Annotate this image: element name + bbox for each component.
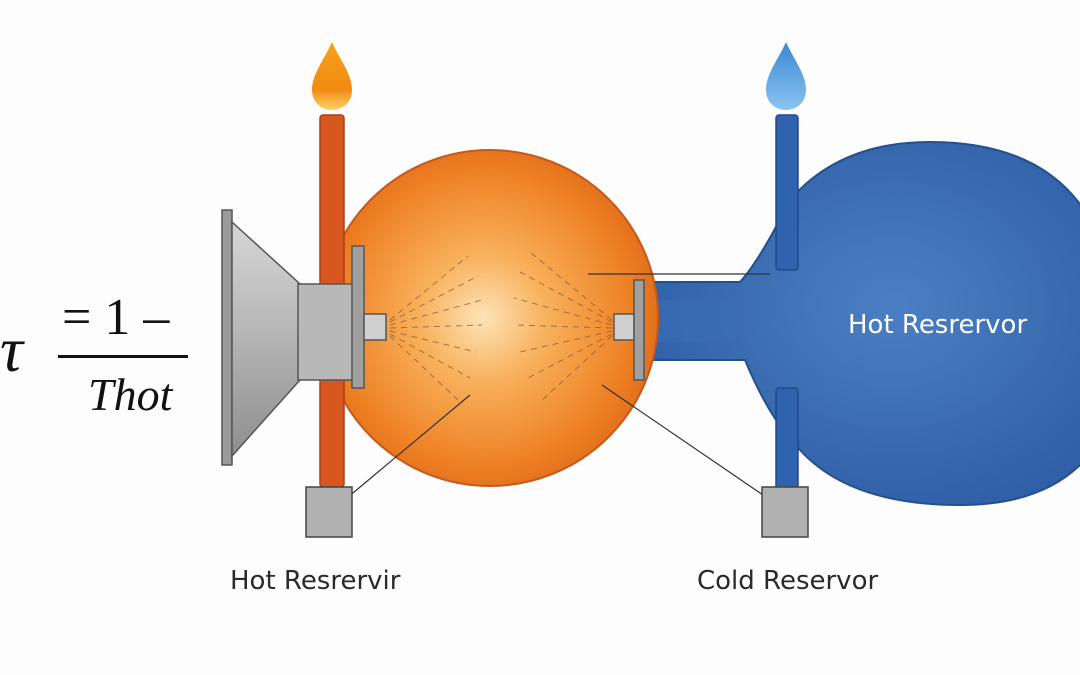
cold-reservoir-box [761,486,809,538]
cold-reservoir-label: Cold Reservor [697,566,879,596]
fraction-bar [58,355,188,358]
blue-bulb-label: Hot Resrervor [848,310,1028,340]
hot-reservoir-box [305,486,353,538]
formula-denominator: Thot [88,369,173,420]
formula-symbol: τ [0,314,23,385]
piston-funnel [221,209,387,466]
orange-flame-icon [312,42,352,110]
hot-reservoir-label: Hot Resrervir [230,566,401,596]
cold-pipe [775,114,799,491]
formula-numerator: = 1 – [62,289,170,346]
energy-rays [389,251,613,403]
blue-bulb [639,140,1080,507]
right-connector [613,279,645,381]
blue-drop-icon [766,42,806,110]
pointer-lines [334,273,783,509]
